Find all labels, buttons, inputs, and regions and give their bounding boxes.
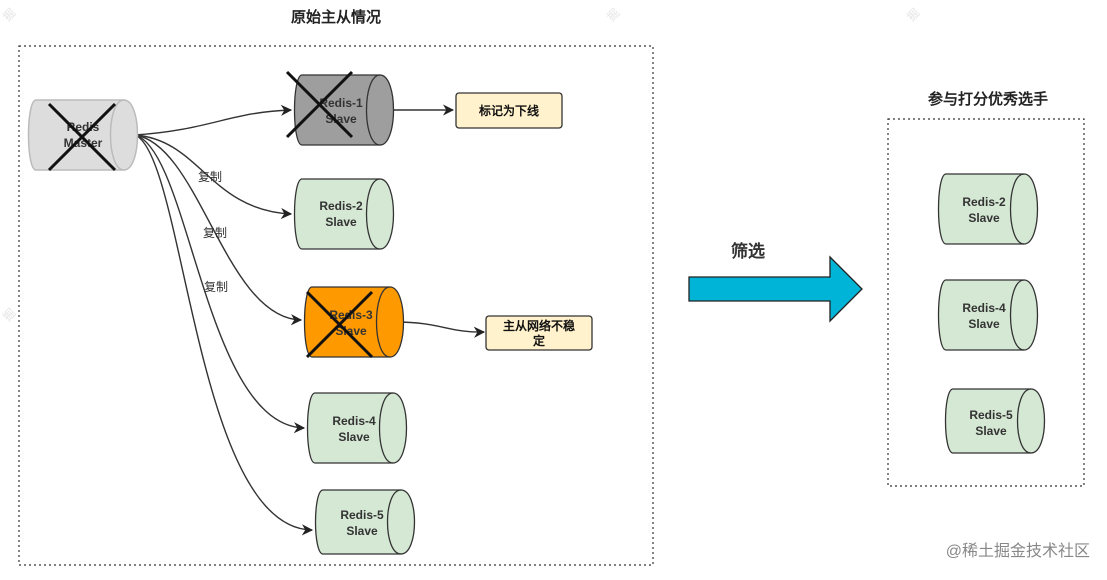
edge-redis-3-note bbox=[395, 321, 486, 338]
redis-4-label-line2: Slave bbox=[338, 430, 370, 444]
cross-mark-icon bbox=[285, 70, 354, 139]
redis-2-label-line1: Redis-2 bbox=[319, 199, 363, 213]
note-unstable-text-line2: 定 bbox=[533, 333, 545, 348]
redis-4-shape-edge bbox=[378, 392, 394, 464]
note-unstable-text-line1: 主从网络不稳 bbox=[503, 318, 575, 333]
edge-label-replicate: 复制 bbox=[204, 280, 228, 294]
node-redis-master: Redis Master bbox=[27, 99, 139, 172]
site-watermark: @稀土掘金技术社区 bbox=[946, 542, 1090, 560]
redis-5-label-line2: Slave bbox=[346, 524, 378, 538]
filter-arrow-label: 筛选 bbox=[731, 241, 765, 261]
faint-watermark: 掘 bbox=[0, 305, 19, 324]
master-shape-edge bbox=[109, 99, 125, 171]
selected-redis-4: Redis-4 Slave bbox=[937, 279, 1039, 351]
note-unstable-box bbox=[485, 315, 593, 351]
node-redis-4: Redis-4 Slave bbox=[306, 392, 408, 464]
node-redis-5: Redis-5 Slave bbox=[314, 489, 416, 555]
edge-master-redis-1 bbox=[134, 104, 293, 136]
left-group-box bbox=[18, 45, 654, 566]
redis-4-shape bbox=[306, 392, 408, 464]
selected-redis-4-shape-edge bbox=[1009, 279, 1025, 351]
redis-2-shape-edge bbox=[365, 178, 381, 250]
filter-arrow: 筛选 bbox=[688, 241, 863, 323]
selected-redis-2-shape bbox=[937, 173, 1039, 245]
note-offline-box bbox=[455, 92, 563, 129]
selected-redis-4-shape bbox=[937, 279, 1039, 351]
node-redis-3: Redis-3 Slave bbox=[303, 286, 405, 359]
redis-2-label-line2: Slave bbox=[325, 215, 357, 229]
selected-redis-4-label-line1: Redis-4 bbox=[962, 301, 1006, 315]
selected-redis-5-shape-edge bbox=[1016, 388, 1032, 454]
selected-redis-5-label-line2: Slave bbox=[975, 424, 1007, 438]
edge-label-replicate: 复制 bbox=[198, 170, 222, 184]
faint-watermark: 掘 bbox=[0, 5, 19, 24]
left-group-title: 原始主从情况 bbox=[291, 8, 381, 26]
redis-2-shape bbox=[293, 178, 395, 250]
redis-4-label-line1: Redis-4 bbox=[332, 414, 376, 428]
selected-redis-2: Redis-2 Slave bbox=[937, 173, 1039, 245]
replication-edges bbox=[134, 104, 486, 536]
edge-master-redis-4 bbox=[134, 134, 306, 434]
edge-master-redis-2 bbox=[134, 134, 293, 220]
redis-1-label-line1: Redis-1 bbox=[319, 96, 363, 110]
faint-watermark: 掘 bbox=[904, 5, 923, 24]
selected-redis-4-label-line2: Slave bbox=[968, 317, 1000, 331]
cross-mark-icon bbox=[305, 290, 374, 359]
selected-redis-5-label-line1: Redis-5 bbox=[969, 408, 1013, 422]
selected-redis-5: Redis-5 Slave bbox=[944, 388, 1046, 454]
redis-5-label-line1: Redis-5 bbox=[340, 508, 384, 522]
note-offline-text: 标记为下线 bbox=[478, 103, 539, 118]
selected-redis-2-label-line1: Redis-2 bbox=[962, 195, 1006, 209]
redis-1-shape bbox=[293, 74, 395, 146]
node-redis-2: Redis-2 Slave bbox=[293, 178, 395, 250]
filter-arrow-shape bbox=[688, 255, 863, 323]
right-group-box bbox=[887, 118, 1085, 487]
redis-5-shape-edge bbox=[386, 489, 402, 555]
right-group-title: 参与打分优秀选手 bbox=[928, 90, 1048, 108]
edge-master-redis-3 bbox=[134, 134, 303, 326]
note-unstable: 主从网络不稳 定 bbox=[485, 315, 593, 351]
faint-watermark: 掘 bbox=[604, 5, 623, 24]
redis-1-shape-edge bbox=[365, 74, 381, 146]
redis-3-shape-edge bbox=[375, 286, 391, 358]
redis-1-label-line2: Slave bbox=[325, 112, 357, 126]
cross-mark-icon bbox=[47, 102, 117, 172]
note-offline: 标记为下线 bbox=[455, 92, 563, 129]
redis-3-label-line1: Redis-3 bbox=[329, 308, 373, 322]
edge-label-replicate: 复制 bbox=[203, 226, 227, 240]
selected-redis-2-shape-edge bbox=[1009, 173, 1025, 245]
edge-master-redis-5 bbox=[134, 134, 314, 536]
selected-redis-2-label-line2: Slave bbox=[968, 211, 1000, 225]
redis-5-shape bbox=[314, 489, 416, 555]
node-redis-1: Redis-1 Slave bbox=[285, 70, 395, 146]
